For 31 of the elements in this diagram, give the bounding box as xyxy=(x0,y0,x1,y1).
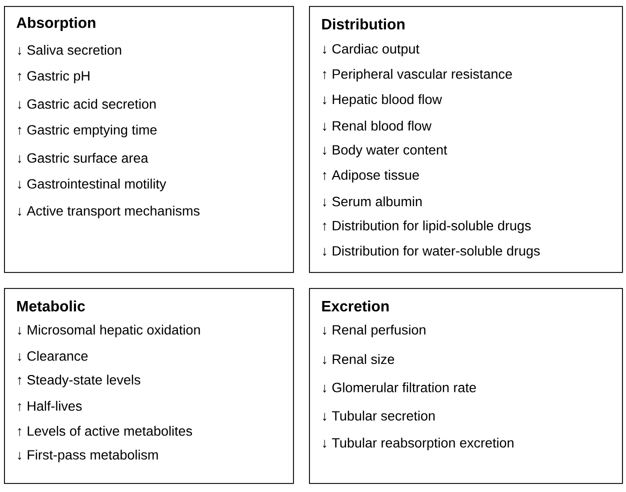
list-item: ↓ Clearance xyxy=(18,350,88,362)
list-item: ↑ Levels of active metabolites xyxy=(18,426,192,436)
list-item: ↑ Steady-state levels xyxy=(18,374,140,388)
list-item: ↓ Saliva secretion xyxy=(18,44,122,56)
list-item: ↓ Gastrointestinal motility xyxy=(18,178,166,192)
list-item: ↓ Active transport mechanisms xyxy=(18,206,200,218)
list-item: ↓ Microsomal hepatic oxidation xyxy=(18,324,200,338)
list-item: ↓ Gastric surface area xyxy=(18,152,148,164)
list-item: ↑ Peripheral vascular resistance xyxy=(323,68,512,82)
list-item: ↑ Adipose tissue xyxy=(323,170,419,182)
list-item: ↓ Glomerular filtration rate xyxy=(323,382,476,393)
list-item: ↓ Tubular reabsorption excretion xyxy=(323,438,514,450)
list-item: ↓ Tubular secretion xyxy=(323,410,435,421)
list-item: ↑ Distribution for lipid-soluble drugs xyxy=(323,220,531,234)
list-item: ↓ Gastric acid secretion xyxy=(18,98,156,110)
panel-heading: Excretion xyxy=(322,300,389,312)
list-item: ↓ Hepatic blood flow xyxy=(323,94,442,107)
list-item: ↓ Cardiac output xyxy=(323,44,420,56)
list-item: ↓ Renal perfusion xyxy=(323,324,426,338)
list-item: ↓ Body water content xyxy=(323,144,448,158)
list-item: ↓ First-pass metabolism xyxy=(18,450,158,462)
panel-heading: Metabolic xyxy=(17,300,85,312)
list-item: ↓ Serum albumin xyxy=(323,196,422,207)
list-item: ↑ Gastric emptying time xyxy=(18,124,157,138)
panel-heading: Absorption xyxy=(16,17,96,31)
list-item: ↓ Distribution for water-soluble drugs xyxy=(323,246,540,258)
list-item: ↓ Renal size xyxy=(323,354,394,364)
list-item: ↑ Half-lives xyxy=(18,400,82,412)
panel-heading: Distribution xyxy=(322,18,404,30)
list-item: ↑ Gastric pH xyxy=(18,70,90,84)
list-item: ↓ Renal blood flow xyxy=(323,120,432,131)
